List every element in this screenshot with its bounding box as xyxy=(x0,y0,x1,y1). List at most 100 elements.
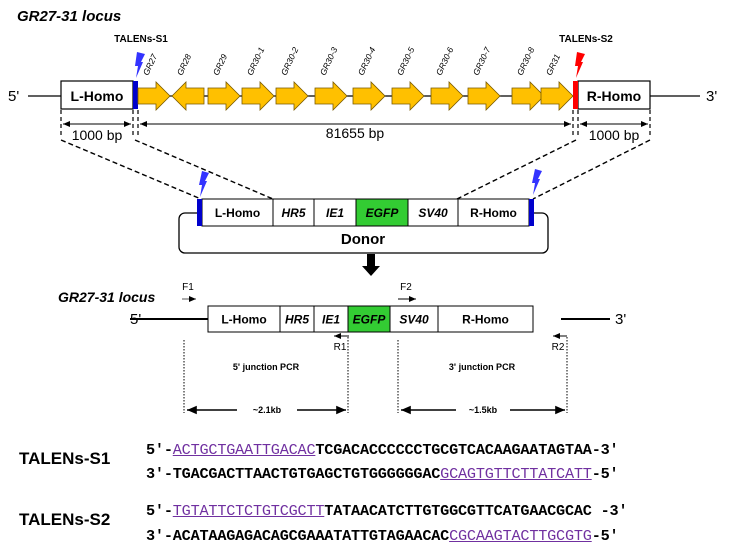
result-three-prime: 3' xyxy=(615,311,626,328)
gene-label: GR30-2 xyxy=(279,45,301,76)
strand-sequence: TATAACATCTTGTGGCGTTCATGAACGCAC xyxy=(324,502,592,520)
pcr3-size: ~1.5kb xyxy=(469,405,498,415)
gene-arrow-gr27 xyxy=(137,81,171,111)
talen-binding-site: TGTATTCTCTGTCGCTT xyxy=(172,502,325,520)
top-l-homo-label: L-Homo xyxy=(71,88,124,104)
strand-suffix: -3′ xyxy=(591,502,628,520)
segment-label: EGFP xyxy=(366,206,400,220)
segment-hr5 xyxy=(279,305,315,333)
segment-sv40 xyxy=(407,198,459,227)
segment-l-homo xyxy=(207,305,281,333)
gene-arrow-gr29 xyxy=(207,81,241,111)
gene-label: GR30-8 xyxy=(515,45,537,76)
talen-binding-site: CGCAAGTACTTGCGTG xyxy=(449,527,592,545)
strand-suffix: -3′ xyxy=(591,441,619,459)
talen-s2-label: TALENs-S2 xyxy=(559,34,613,45)
segment-label: HR5 xyxy=(281,206,305,220)
gene-label: GR30-3 xyxy=(318,45,340,76)
strand-sequence: TCGACACCCCCCTGCGTCACAAGAATAGTAA xyxy=(315,441,592,459)
segment-label: HR5 xyxy=(285,312,309,326)
gene-label: GR28 xyxy=(175,52,194,77)
strand-prefix: 3′- xyxy=(146,465,173,483)
segment-r-homo xyxy=(457,198,530,227)
segment-r-homo xyxy=(437,305,534,333)
top-three-prime: 3' xyxy=(706,88,717,105)
gene-label: GR30-7 xyxy=(471,45,493,76)
segment-label: IE1 xyxy=(322,312,340,326)
donor-title: Donor xyxy=(341,231,385,248)
talen-s2-bottom-strand: 3′-ACATAAGAGACAGCGAAATATTGTAGAACACCGCAAG… xyxy=(146,527,619,545)
strand-prefix: 3′- xyxy=(146,527,173,545)
gene-arrow-gr30-2 xyxy=(275,81,309,111)
segment-label: R-Homo xyxy=(470,206,517,220)
talen-s1-seq-label: TALENs-S1 xyxy=(19,449,111,468)
dist-right-label: 1000 bp xyxy=(589,127,640,143)
donor-left-bolt-icon xyxy=(199,171,209,197)
talen-s1-top-strand: 5′-ACTGCTGAATTGACACTCGACACCCCCCTGCGTCACA… xyxy=(146,441,619,459)
talen-s1-bottom-strand: 3′-TGACGACTTAACTGTGAGCTGTGGGGGGACGCAGTGT… xyxy=(146,465,619,483)
projection-line xyxy=(60,139,202,200)
dist-left-label: 1000 bp xyxy=(72,127,123,143)
gene-arrow-gr30-5 xyxy=(391,81,425,111)
strand-suffix: -5′ xyxy=(591,465,619,483)
strand-suffix: -5′ xyxy=(591,527,619,545)
segment-egfp xyxy=(347,305,391,333)
donor-cassette: L-Homo HR5 IE1 EGFP SV40 R-Homo xyxy=(201,198,530,227)
gene-arrow-gr30-3 xyxy=(314,81,348,111)
projection-line xyxy=(134,139,274,200)
locus-diagram: GR27-31 locus 5' 3' L-Homo TALENs-S1 R-H… xyxy=(8,8,717,415)
gene-label: GR29 xyxy=(211,52,230,77)
pcr3-label: 3' junction PCR xyxy=(449,362,516,372)
gene-label: GR30-5 xyxy=(395,45,417,76)
projection-line xyxy=(532,139,651,200)
donor-left-talen-site xyxy=(197,199,202,226)
dist-middle-label: 81655 bp xyxy=(326,125,385,141)
talen-s1-label: TALENs-S1 xyxy=(114,34,168,45)
segment-label: L-Homo xyxy=(215,206,260,220)
top-locus-title: GR27-31 locus xyxy=(17,8,121,25)
projection-line xyxy=(456,139,577,200)
gene-label: GR30-6 xyxy=(434,45,456,76)
gene-label: GR30-4 xyxy=(356,45,378,76)
segment-sv40 xyxy=(389,305,439,333)
talen-s2-seq-label: TALENs-S2 xyxy=(19,510,111,529)
strand-prefix: 5′- xyxy=(146,441,173,459)
talen-s2-site xyxy=(573,81,578,109)
pcr5-size: ~2.1kb xyxy=(253,405,282,415)
gene-arrow-gr30-7 xyxy=(467,81,501,111)
segment-egfp xyxy=(355,198,409,227)
gene-arrow-gr30-4 xyxy=(352,81,386,111)
primer-f2-label: F2 xyxy=(400,282,412,293)
talen-binding-site: GCAGTGTTCTTATCATT xyxy=(440,465,592,483)
segment-label: EGFP xyxy=(353,312,387,326)
talen-binding-site: ACTGCTGAATTGACAC xyxy=(172,441,316,459)
top-r-homo-label: R-Homo xyxy=(587,88,641,104)
strand-prefix: 5′- xyxy=(146,502,173,520)
primer-r1-label: R1 xyxy=(334,342,347,353)
talen-s2-top-strand: 5′-TGTATTCTCTGTCGCTTTATAACATCTTGTGGCGTTC… xyxy=(146,502,628,520)
strand-sequence: TGACGACTTAACTGTGAGCTGTGGGGGGAC xyxy=(172,465,441,483)
gene-arrow-gr30-1 xyxy=(241,81,275,111)
talen-s1-bolt-icon xyxy=(135,52,145,78)
gene-arrow-gr30-6 xyxy=(430,81,464,111)
gene-label: GR31 xyxy=(544,52,563,77)
donor-right-bolt-icon xyxy=(532,169,542,195)
primer-r2-label: R2 xyxy=(552,342,565,353)
recombination-arrow-icon xyxy=(362,254,380,276)
gene-arrow-gr30-8 xyxy=(511,81,545,111)
segment-label: IE1 xyxy=(326,206,344,220)
talen-s1-site xyxy=(133,81,138,109)
gene-label: GR30-1 xyxy=(245,45,267,76)
segment-label: L-Homo xyxy=(221,312,266,326)
primer-f1-label: F1 xyxy=(182,282,194,293)
result-locus-title: GR27-31 locus xyxy=(58,289,155,305)
gene-arrow-gr28 xyxy=(171,81,205,111)
segment-label: SV40 xyxy=(399,312,429,326)
top-five-prime: 5' xyxy=(8,88,19,105)
segment-label: SV40 xyxy=(418,206,448,220)
donor-right-talen-site xyxy=(529,199,534,226)
pcr5-label: 5' junction PCR xyxy=(233,362,300,372)
gene-arrow-gr31 xyxy=(540,81,574,111)
